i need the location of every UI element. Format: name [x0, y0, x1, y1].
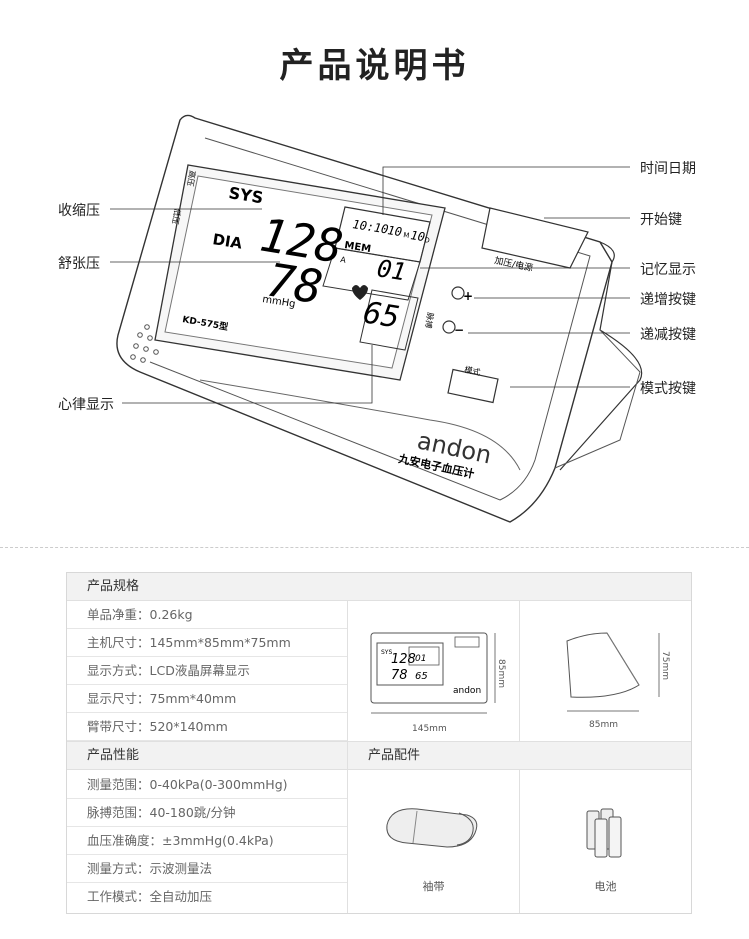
- month-value: 10: [387, 223, 403, 239]
- section-divider: [0, 547, 749, 548]
- sys-value: 128: [256, 208, 347, 274]
- callout-lines: [110, 166, 630, 404]
- callout-diastolic: 舒张压: [58, 256, 100, 272]
- svg-text:128: 128: [391, 652, 416, 667]
- day-unit: D: [424, 236, 431, 245]
- spec-row: 血压准确度：±3mmHg(0.4kPa): [67, 827, 347, 855]
- mem-sub: A: [340, 255, 347, 265]
- spec-row: 主机尺寸：145mm*85mm*75mm: [67, 629, 347, 657]
- callout-minus-key: 递减按键: [640, 327, 696, 343]
- callout-mode-key: 模式按键: [640, 381, 696, 397]
- spec-row: 单品净重：0.26kg: [67, 601, 347, 629]
- spec-row: 脉搏范围：40-180跳/分钟: [67, 799, 347, 827]
- dia-label: DIA: [211, 230, 243, 252]
- front-dimension-drawing: SYS 128 78 65 01 andon 145mm 85mm: [370, 632, 506, 734]
- svg-text:01: 01: [415, 654, 426, 664]
- callout-time-date: 时间日期: [640, 161, 696, 177]
- side-dimension-drawing: 75mm 85mm: [566, 632, 670, 730]
- mode-key-label: 模式: [464, 364, 482, 377]
- callout-systolic: 收缩压: [58, 203, 100, 219]
- spec-row: 测量范围：0-40kPa(0-300mmHg): [67, 771, 347, 799]
- section-accessories-header: 产品配件: [348, 742, 691, 769]
- side-low-label: 低压: [170, 208, 183, 225]
- day-value: 10: [410, 228, 426, 244]
- callout-plus-key: 递增按键: [640, 292, 696, 308]
- spec-row: 工作模式：全自动加压: [87, 889, 213, 904]
- battery-icon: [586, 808, 622, 858]
- svg-text:65: 65: [415, 671, 428, 682]
- spec-row: 显示方式：LCD液晶屏幕显示: [67, 657, 347, 685]
- dim-height: 85mm: [496, 659, 506, 688]
- svg-text:78: 78: [391, 668, 408, 683]
- mode-button: [447, 368, 499, 404]
- month-unit: M: [403, 231, 410, 240]
- heart-icon: [352, 285, 368, 300]
- mem-label: MEM: [344, 240, 372, 255]
- callout-start-key: 开始键: [640, 212, 682, 228]
- cuff-image: [386, 808, 478, 848]
- spec-row: 测量方式：示波测量法: [67, 855, 347, 883]
- spec-row: 显示尺寸：75mm*40mm: [67, 685, 347, 713]
- spec-table: 产品规格 单品净重：0.26kg 主机尺寸：145mm*85mm*75mm 显示…: [66, 572, 692, 914]
- accessory-battery-label: 电池: [594, 880, 617, 893]
- device-illustration: SYS DIA 128 78 mmHg 10:10 10 M 10 D MEM …: [110, 114, 643, 523]
- dim-side-height: 75mm: [660, 651, 670, 680]
- callout-memory: 记忆显示: [640, 262, 696, 278]
- unit-label: mmHg: [262, 294, 297, 310]
- minus-sign: −: [454, 323, 464, 337]
- spec-row: 臂带尺寸：520*140mm: [67, 713, 347, 741]
- callout-heart-rate: 心律显示: [58, 397, 114, 413]
- minus-button: [442, 320, 456, 334]
- plus-sign: +: [463, 289, 473, 303]
- speaker-grille: [130, 324, 159, 363]
- accessory-cuff-label: 袖带: [422, 880, 445, 893]
- svg-text:SYS: SYS: [381, 649, 392, 656]
- section-performance-header: 产品性能: [67, 742, 347, 769]
- dim-width: 145mm: [412, 724, 447, 734]
- plus-button: [451, 286, 465, 300]
- section-specs-header: 产品规格: [67, 573, 691, 600]
- mem-value: 01: [375, 254, 408, 286]
- side-high-label: 高压: [185, 170, 198, 187]
- pulse-value: 65: [361, 295, 402, 335]
- page-title: 产品说明书: [279, 46, 470, 86]
- time-value: 10:10: [352, 217, 390, 236]
- dim-depth: 85mm: [589, 720, 618, 730]
- svg-text:andon: andon: [453, 686, 481, 696]
- dia-value: 78: [263, 253, 326, 315]
- side-pulse-label: 脉搏: [423, 312, 436, 329]
